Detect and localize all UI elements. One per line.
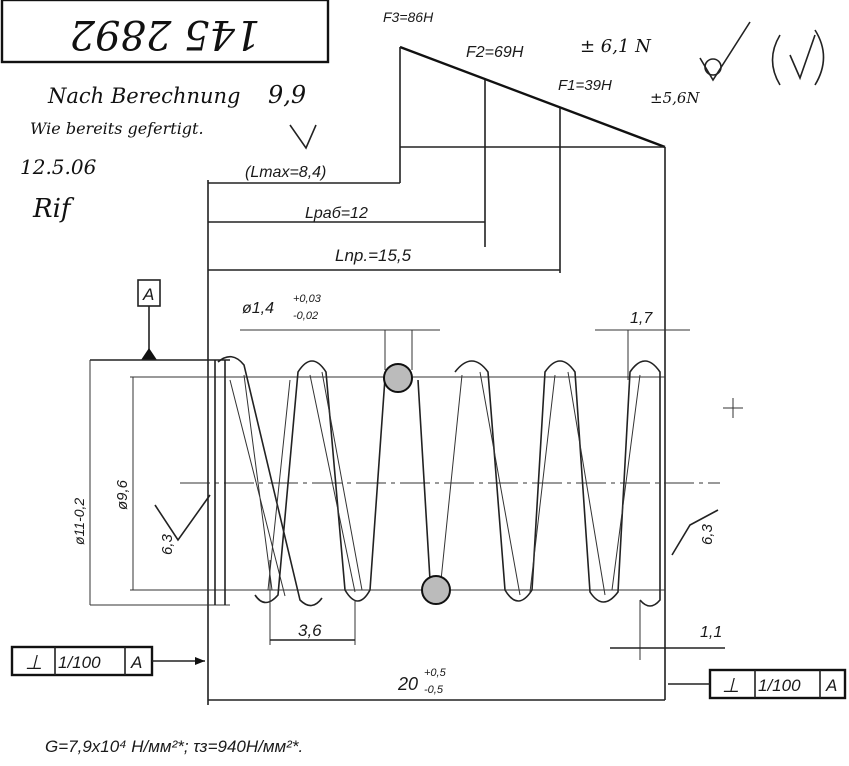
- end-gap-dimension: 1,7: [630, 310, 653, 327]
- note-value: 9,9: [268, 81, 306, 109]
- note-calculation: Nach Berechnung: [47, 84, 241, 108]
- length-preload: Lnp.=15,5: [335, 246, 412, 265]
- surface-finish-icon: [699, 21, 825, 86]
- tolerance-value: 1/100: [58, 653, 101, 672]
- wire-diameter: ø1,4: [242, 300, 274, 317]
- tolerance-datum: A: [130, 653, 142, 672]
- roughness-left: 6,3: [159, 533, 176, 555]
- force-f3: F3=86H: [383, 9, 434, 25]
- perpendicularity-icon: ⊥: [722, 675, 739, 697]
- length-lmax: (Lmax=8,4): [245, 164, 326, 181]
- handwritten-notes: Nach Berechnung 9,9 Wie bereits gefertig…: [20, 81, 317, 224]
- note-already-made: Wie bereits gefertigt.: [30, 119, 204, 138]
- wire-section-bottom: [421, 575, 451, 605]
- tolerance-value: 1/100: [758, 676, 801, 695]
- force-f1: F1=39H: [558, 77, 612, 94]
- roughness-right: 6,3: [699, 523, 716, 545]
- free-length-tol-plus: +0,5: [424, 667, 447, 679]
- free-length-tol-minus: -0,5: [424, 684, 444, 696]
- datum-label: A: [142, 285, 154, 304]
- force-f2: F2=69H: [466, 44, 524, 61]
- force-diagram: F3=86H F2=69H F1=39H ± 6,1 N ±5,6N (Lmax…: [207, 9, 700, 705]
- force-f2-tolerance: ± 6,1 N: [580, 36, 652, 57]
- wire-tol-minus: -0,02: [293, 310, 318, 322]
- material-note: G=7,9x10⁴ H/мм²*; τз=940H/мм²*.: [45, 737, 303, 756]
- note-date: 12.5.06: [20, 155, 97, 179]
- tolerance-frame-right: ⊥ 1/100 A: [668, 668, 847, 700]
- drawing-number: 145 2892: [70, 11, 261, 57]
- tolerance-frame-left: ⊥ 1/100 A: [10, 645, 205, 677]
- length-working: Lpaб=12: [305, 205, 368, 222]
- perpendicularity-icon: ⊥: [25, 652, 42, 674]
- wire-section-top: [383, 363, 413, 393]
- crosshair-icon: [723, 398, 743, 418]
- inner-diameter: ø9,6: [114, 479, 131, 510]
- wire-tol-plus: +0,03: [293, 293, 322, 305]
- note-signature: Rif: [32, 194, 75, 224]
- drawing-number-box: 145 2892: [0, 0, 330, 64]
- spring-coils: [89, 355, 720, 607]
- tolerance-datum: A: [825, 676, 837, 695]
- end-thickness-dimension: 1,1: [700, 624, 722, 641]
- outer-diameter: ø11-0,2: [71, 498, 87, 545]
- pitch-dimension: 3,6: [298, 621, 322, 640]
- free-length: 20: [397, 674, 418, 694]
- force-f1-tolerance: ±5,6N: [650, 89, 700, 107]
- datum-a: A: [90, 279, 230, 361]
